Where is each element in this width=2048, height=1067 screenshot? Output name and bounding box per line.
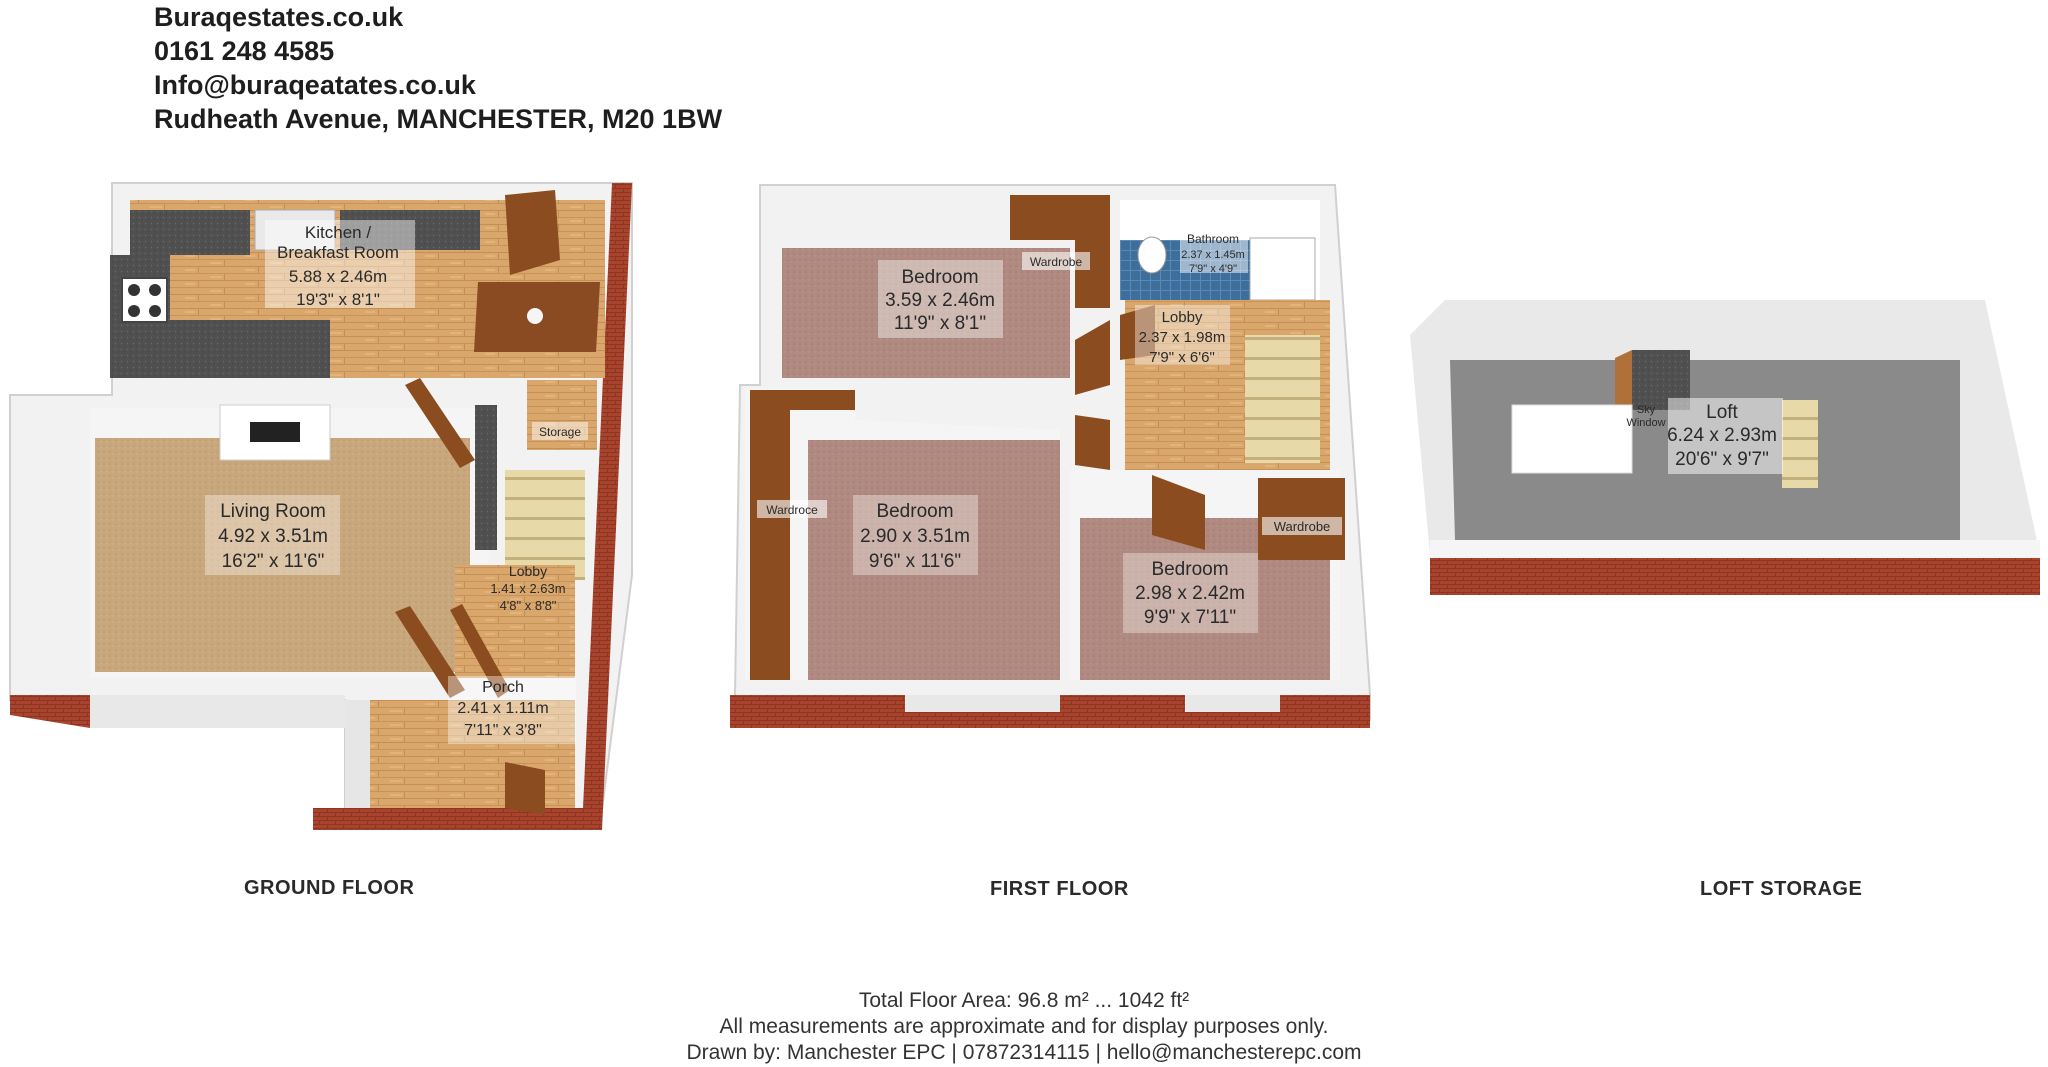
wardrobe1-label: Wardrobe [1030, 255, 1083, 269]
wardroce-label: Wardroce [766, 503, 818, 517]
porch-name: Porch [482, 679, 524, 696]
living-room-name: Living Room [220, 501, 326, 522]
first-floor-plan: Bedroom 3.59 x 2.46m 11'9" x 8'1" Bathro… [730, 184, 1371, 728]
agent-address: Rudheath Avenue, MANCHESTER, M20 1BW [154, 104, 723, 134]
agent-website[interactable]: Buraqestates.co.uk [154, 2, 404, 32]
kitchen-sink-icon [254, 209, 336, 251]
first-floor-label: FIRST FLOOR [990, 878, 1129, 900]
loft-tank-icon [1511, 404, 1633, 474]
loft-metric: 6.24 x 2.93m [1667, 425, 1777, 446]
ground-lobby-metric: 1.41 x 2.63m [490, 581, 565, 596]
wardroce-icon [750, 390, 855, 680]
bathroom-metric: 2.37 x 1.45m [1181, 249, 1245, 261]
loft-plan: Loft 6.24 x 2.93m 20'6" x 9'7" Sky Windo… [1410, 300, 2040, 595]
bedroom1-metric: 3.59 x 2.46m [885, 290, 995, 311]
loft-brick-wall [1430, 555, 2040, 595]
first-stairs-icon [1245, 335, 1320, 463]
agent-email[interactable]: Info@buraqeatates.co.uk [154, 70, 476, 100]
ground-lobby-imperial: 4'8" x 8'8" [500, 598, 557, 613]
bedroom1-floor [782, 248, 1070, 378]
kitchen-door-icon [505, 190, 560, 275]
bathroom-imperial: 7'9" x 4'9" [1189, 263, 1237, 275]
agent-header: Buraqestates.co.uk 0161 248 4585 Info@bu… [154, 0, 854, 136]
disclaimer: All measurements are approximate and for… [719, 1015, 1329, 1038]
loft-imperial: 20'6" x 9'7" [1675, 449, 1769, 470]
hob-icon [121, 277, 168, 323]
kitchen-metric: 5.88 x 2.46m [289, 267, 387, 286]
sky-window-line2: Window [1626, 417, 1665, 429]
kitchen-worktop [130, 210, 250, 255]
living-room-floor [95, 438, 470, 672]
bedroom1-name: Bedroom [901, 267, 978, 288]
bedroom2-name: Bedroom [876, 501, 953, 522]
first-lobby-metric: 2.37 x 1.98m [1139, 329, 1226, 346]
loft-chimney-icon [1632, 350, 1690, 410]
bedroom1-imperial: 11'9" x 8'1" [894, 313, 986, 334]
bedroom3-imperial: 9'9" x 7'11" [1144, 607, 1236, 628]
sky-window-line1: Sky [1637, 404, 1656, 416]
first-lobby-imperial: 7'9" x 6'6" [1149, 349, 1215, 366]
ground-floor-label: GROUND FLOOR [244, 877, 415, 899]
bathroom-name: Bathroom [1187, 232, 1239, 246]
bedroom2-imperial: 9'6" x 11'6" [869, 551, 961, 572]
drawn-by-credit: Drawn by: Manchester EPC | 07872314115 |… [686, 1041, 1362, 1064]
total-floor-area: Total Floor Area: 96.8 m² ... 1042 ft² [858, 989, 1190, 1012]
bedroom3-name: Bedroom [1151, 559, 1228, 580]
kitchen-name-line2: Breakfast Room [277, 243, 399, 262]
porch-imperial: 7'11" x 3'8" [464, 722, 542, 739]
loft-stairs-icon [1782, 400, 1818, 488]
living-room-metric: 4.92 x 3.51m [218, 526, 328, 547]
bedroom3-metric: 2.98 x 2.42m [1135, 583, 1245, 604]
porch-metric: 2.41 x 1.11m [457, 700, 548, 717]
bedroom2-metric: 2.90 x 3.51m [860, 526, 970, 547]
kitchen-imperial: 19'3" x 8'1" [296, 290, 380, 309]
ground-stairs-icon [505, 470, 585, 580]
ground-floor-plan: Kitchen / Breakfast Room 5.88 x 2.46m 19… [9, 182, 633, 830]
loft-name: Loft [1706, 402, 1738, 423]
agent-phone[interactable]: 0161 248 4585 [154, 36, 335, 66]
shower-icon [1249, 237, 1316, 301]
toilet-icon [1137, 236, 1167, 274]
ground-storage-name: Storage [539, 425, 581, 439]
ground-brick-wall-right [582, 183, 632, 830]
loft-storage-label: LOFT STORAGE [1700, 878, 1863, 900]
first-lobby-name: Lobby [1162, 309, 1203, 326]
kitchen-name-line1: Kitchen / [305, 223, 371, 242]
footer: Total Floor Area: 96.8 m² ... 1042 ft² A… [0, 988, 2048, 1066]
living-room-imperial: 16'2" x 11'6" [222, 551, 325, 572]
wardrobe3-label: Wardrobe [1274, 519, 1331, 534]
ground-lobby-name: Lobby [509, 563, 547, 579]
bedroom2-floor [808, 440, 1060, 680]
